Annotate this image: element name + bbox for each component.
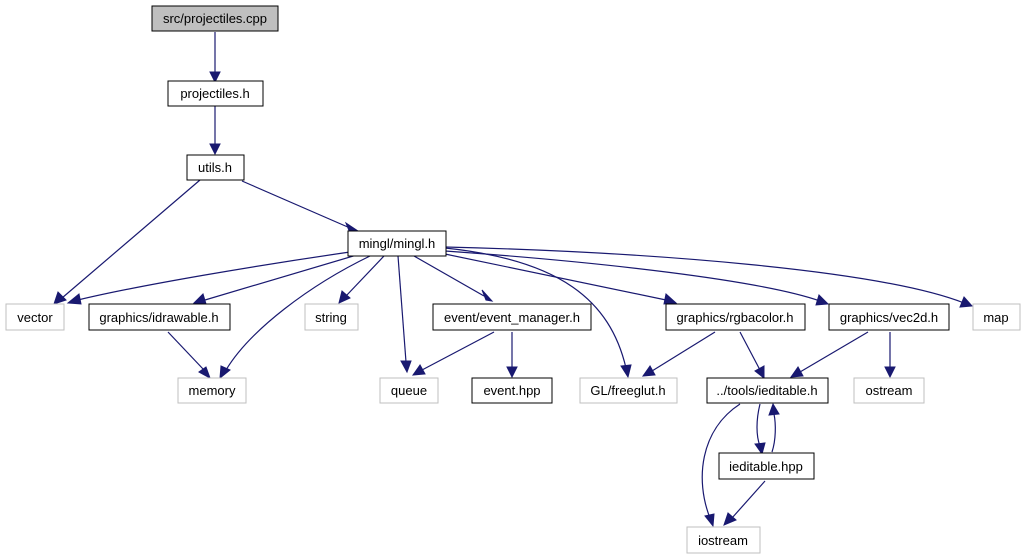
arrowhead [815, 294, 830, 306]
edge-ieditable-hpp-iostream [731, 480, 766, 519]
node-label: GL/freeglut.h [590, 383, 665, 398]
node-root[interactable]: src/projectiles.cpp [151, 5, 279, 32]
node-label: projectiles.h [180, 86, 249, 101]
arrowhead [754, 365, 765, 380]
arrowhead [620, 364, 632, 379]
node-ieditable-h[interactable]: ../tools/ieditable.h [706, 377, 829, 404]
node-map[interactable]: map [972, 303, 1021, 331]
node-label: src/projectiles.cpp [163, 11, 267, 26]
node-label: iostream [698, 533, 748, 548]
node-iostream[interactable]: iostream [686, 526, 761, 554]
arrowhead [959, 296, 974, 308]
arrowhead [506, 366, 518, 379]
arrowhead [209, 71, 221, 84]
node-queue[interactable]: queue [379, 377, 439, 404]
arrowhead [723, 512, 737, 526]
node-label: queue [391, 383, 427, 398]
arrowhead [768, 402, 780, 416]
edge-rgbacolor-ieditable-h [739, 331, 761, 371]
arrowhead [219, 365, 231, 380]
node-vector[interactable]: vector [5, 303, 65, 331]
node-label: utils.h [198, 160, 232, 175]
node-label: graphics/vec2d.h [840, 310, 938, 325]
edge-mingl-vec2d [444, 250, 821, 302]
node-label: map [983, 310, 1008, 325]
arrowhead [192, 293, 207, 305]
arrowhead [641, 365, 656, 377]
node-string[interactable]: string [304, 303, 359, 331]
node-label: ../tools/ieditable.h [716, 383, 817, 398]
edge-ieditable-hpp-ieditable-h [771, 413, 776, 453]
edge-vec2d-ieditable-h [799, 331, 869, 373]
node-utils-h[interactable]: utils.h [186, 154, 245, 181]
arrowhead [198, 366, 211, 380]
edge-idrawable-memory [167, 331, 205, 371]
node-ieditable-hpp[interactable]: ieditable.hpp [718, 452, 815, 480]
node-rgbacolor-h[interactable]: graphics/rgbacolor.h [665, 303, 806, 331]
node-ostream[interactable]: ostream [853, 377, 925, 404]
arrowhead [411, 364, 426, 376]
node-projectiles-h[interactable]: projectiles.h [167, 80, 264, 107]
edge-utils-vector [61, 179, 201, 299]
node-event-hpp[interactable]: event.hpp [471, 377, 553, 404]
node-freeglut-h[interactable]: GL/freeglut.h [579, 377, 678, 404]
edge-mingl-queue [397, 255, 407, 363]
edge-mingl-rgbacolor [444, 253, 667, 301]
node-label: event/event_manager.h [444, 310, 580, 325]
edge-utils-mingl [241, 180, 351, 229]
edge-rgbacolor-freeglut [651, 331, 716, 372]
arrowhead [209, 143, 221, 156]
arrowhead [789, 366, 804, 378]
edge-mingl-string [345, 255, 385, 297]
edge-mingl-vector [77, 251, 351, 301]
edge-ieditable-h-ieditable-hpp [756, 403, 761, 447]
node-mingl-h[interactable]: mingl/mingl.h [347, 230, 447, 257]
edge-ieditable-h-iostream [701, 403, 741, 519]
node-label: event.hpp [483, 383, 540, 398]
arrowhead [481, 289, 494, 302]
node-label: mingl/mingl.h [359, 236, 436, 251]
edge-mingl-map [444, 246, 965, 304]
arrowhead [704, 513, 715, 528]
arrowhead [400, 360, 412, 374]
node-label: ieditable.hpp [729, 459, 803, 474]
arrowhead [53, 291, 67, 305]
arrowhead [884, 366, 896, 379]
arrowhead [66, 293, 82, 305]
arrowhead [338, 290, 351, 304]
node-label: ostream [866, 383, 913, 398]
node-label: vector [17, 310, 53, 325]
node-label: graphics/rgbacolor.h [676, 310, 793, 325]
node-event-manager-h[interactable]: event/event_manager.h [432, 303, 592, 331]
edge-event-manager-queue [421, 331, 495, 371]
edge-mingl-idrawable [204, 253, 361, 301]
node-idrawable-h[interactable]: graphics/idrawable.h [88, 303, 231, 331]
node-vec2d-h[interactable]: graphics/vec2d.h [828, 303, 950, 331]
node-label: memory [189, 383, 236, 398]
arrowhead [663, 293, 678, 305]
node-memory[interactable]: memory [177, 377, 247, 404]
edge-mingl-event-manager [413, 255, 485, 297]
arrowhead [754, 442, 766, 456]
node-label: graphics/idrawable.h [99, 310, 218, 325]
node-label: string [315, 310, 347, 325]
edge-mingl-memory [225, 255, 371, 371]
